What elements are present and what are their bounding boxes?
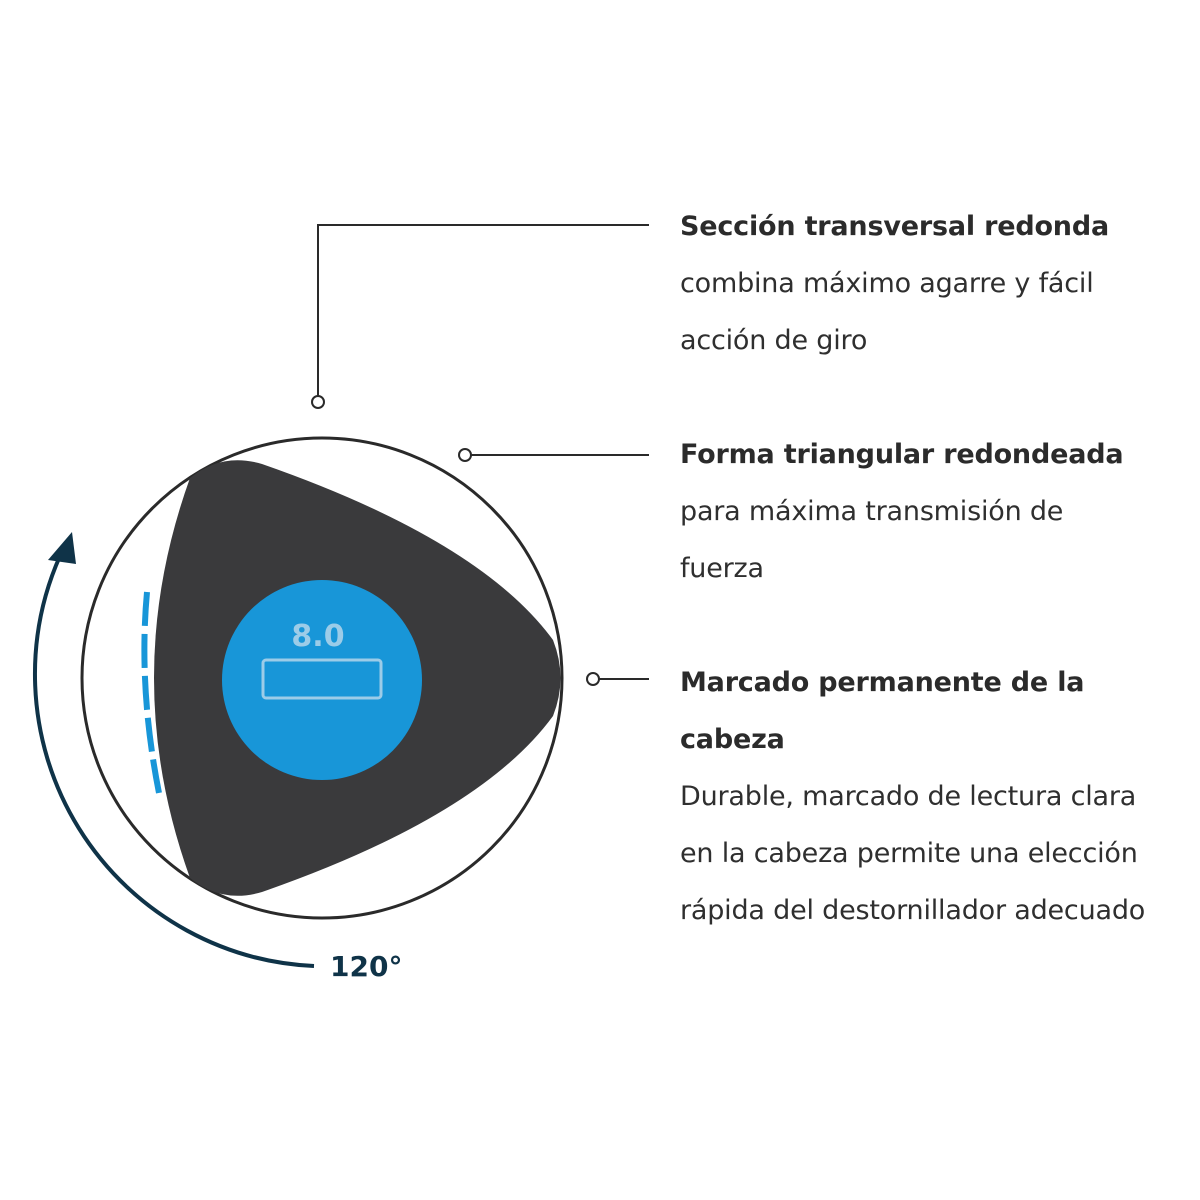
callout-title: Forma triangular redondeada bbox=[680, 439, 1124, 470]
callout-title: Marcado permanente de la cabeza bbox=[680, 667, 1085, 755]
round-cross-section-outline bbox=[80, 436, 564, 920]
rotation-arc bbox=[33, 555, 315, 968]
head-marking-slot-icon bbox=[261, 658, 383, 700]
callout-description: para máxima transmisión de fuerza bbox=[680, 496, 1064, 584]
rotation-angle-label: 120° bbox=[330, 950, 402, 983]
rotation-arrowhead-icon bbox=[48, 532, 76, 564]
callout-title: Sección transversal redonda bbox=[680, 211, 1109, 242]
callout-description: Durable, marcado de lectura clara en la … bbox=[680, 781, 1146, 926]
head-marking-size: 8.0 bbox=[291, 619, 344, 654]
head-marking-disk bbox=[222, 580, 422, 780]
callout-round-cross-section: Sección transversal redonda combina máxi… bbox=[680, 198, 1190, 369]
callout-description: combina máximo agarre y fácil acción de … bbox=[680, 268, 1094, 356]
callout-triangular-shape: Forma triangular redondeada para máxima … bbox=[680, 426, 1190, 597]
edge-tick-marks bbox=[141, 591, 163, 799]
leader-dot-1 bbox=[311, 395, 325, 409]
leader-line-1 bbox=[317, 224, 649, 396]
leader-dot-3 bbox=[586, 672, 600, 686]
callout-head-marking: Marcado permanente de la cabeza Durable,… bbox=[680, 654, 1190, 939]
leader-dot-2 bbox=[458, 448, 472, 462]
